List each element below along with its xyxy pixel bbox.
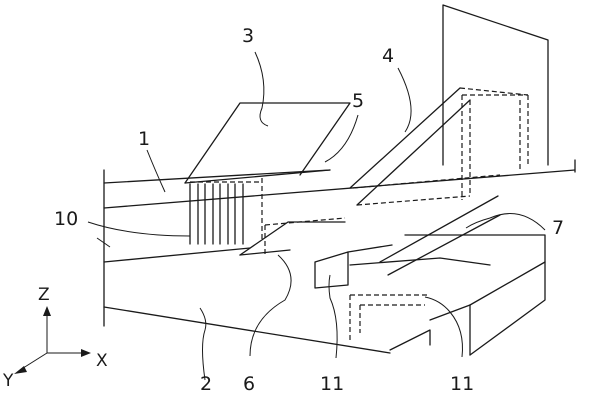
- lower-tray: [349, 234, 546, 356]
- vertical-wall: [442, 4, 549, 200]
- label-4: 4: [382, 45, 394, 67]
- label-11-upper: 11: [320, 373, 344, 395]
- label-11-lower: 11: [450, 373, 474, 395]
- axis-label-y: Y: [2, 371, 14, 391]
- label-6: 6: [243, 373, 255, 395]
- inclined-channel: [349, 87, 529, 206]
- label-1: 1: [138, 128, 150, 150]
- leader-lines: [87, 51, 546, 381]
- label-5: 5: [352, 90, 364, 112]
- base-plate: [96, 159, 576, 354]
- axis-label-x: X: [96, 351, 108, 371]
- slot: [239, 217, 346, 256]
- label-3: 3: [242, 25, 254, 47]
- label-2: 2: [200, 373, 212, 395]
- axis-label-z: Z: [38, 285, 50, 305]
- label-7: 7: [552, 217, 564, 239]
- label-10: 10: [54, 208, 78, 230]
- inclined-plate: [184, 102, 351, 184]
- upper-box: [314, 244, 393, 289]
- comb-slats: [189, 178, 263, 245]
- axis-triad: [14, 306, 91, 374]
- chute: [379, 195, 501, 276]
